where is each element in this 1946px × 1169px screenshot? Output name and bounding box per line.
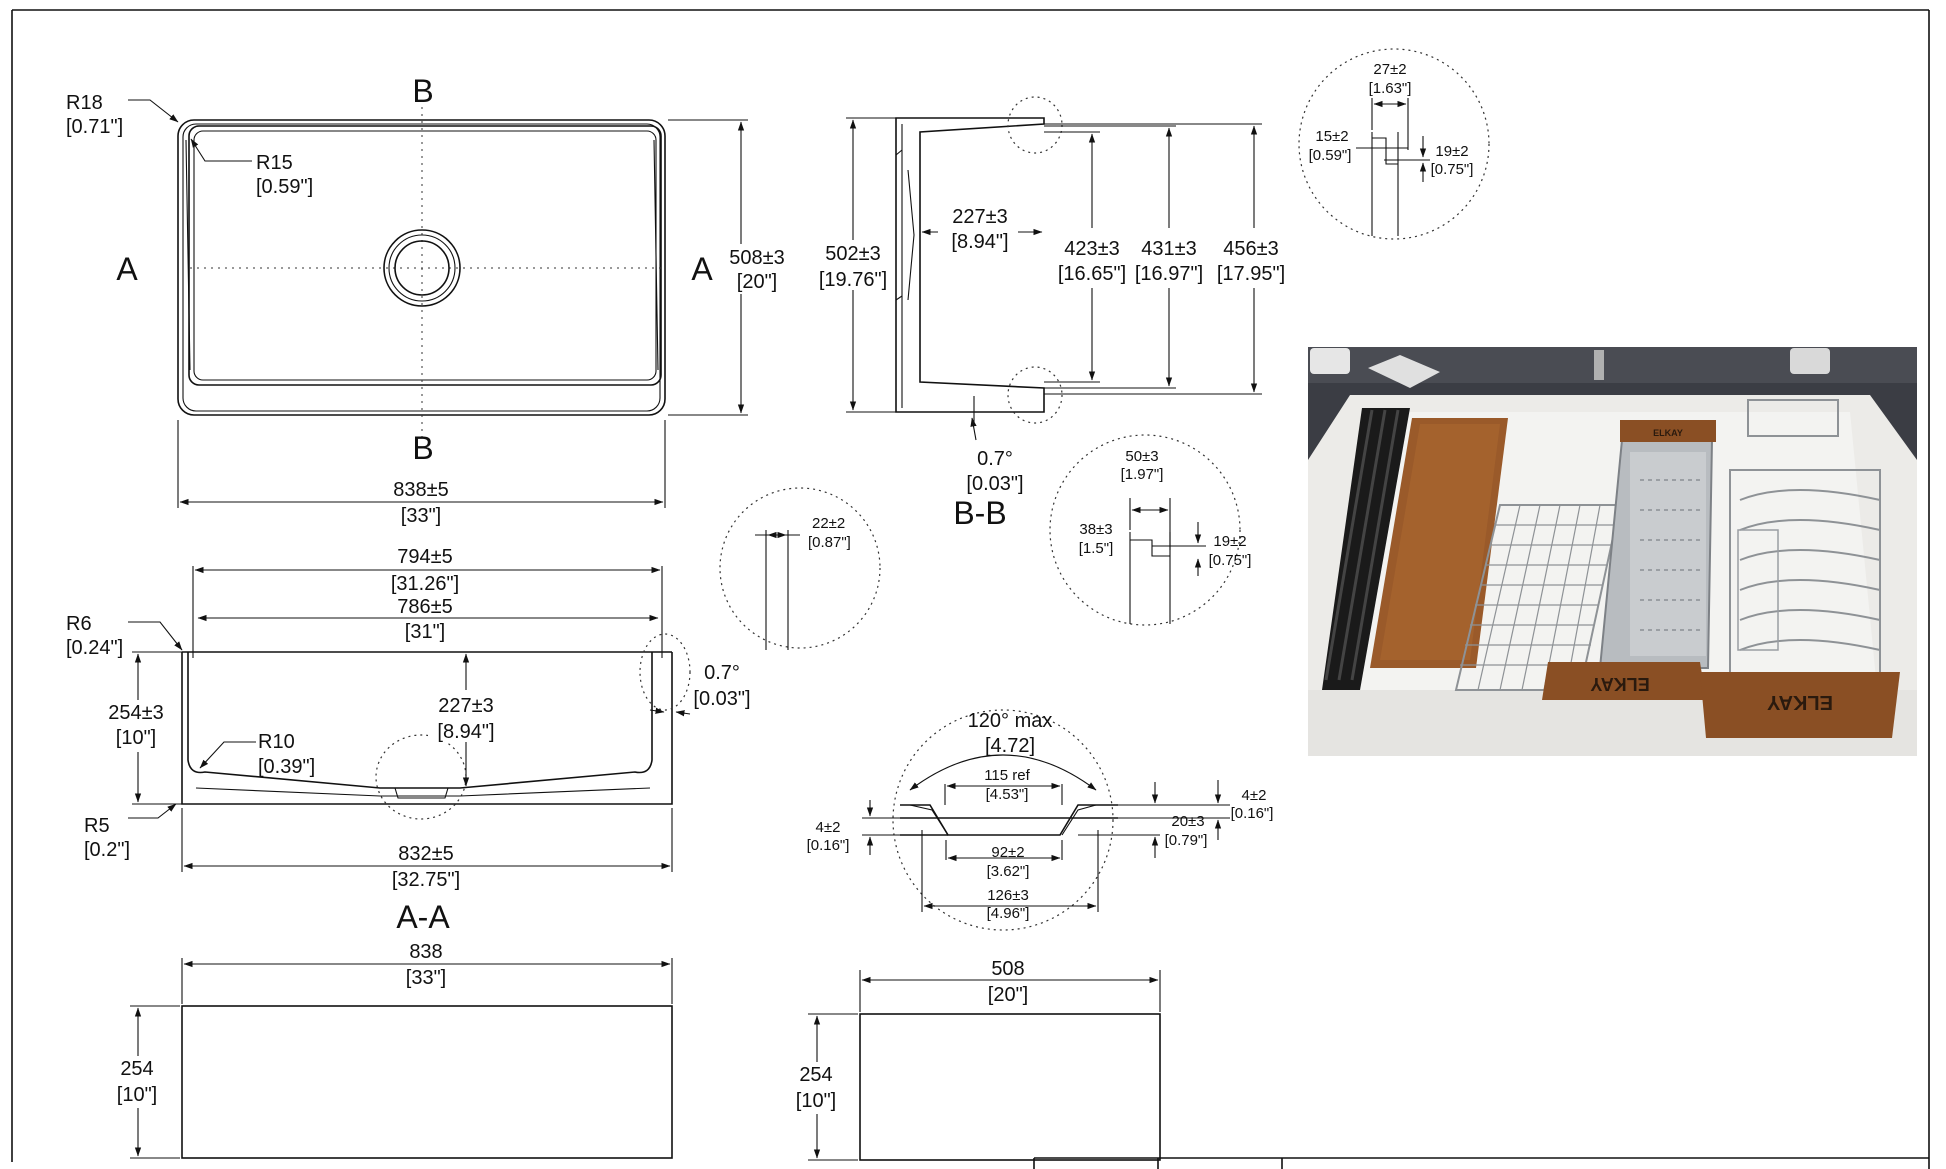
dim-r15-value: R15: [256, 152, 293, 174]
dim-126-value: 126±3: [987, 887, 1029, 904]
dim-423-value: 423±3: [1064, 238, 1119, 260]
dim-r18-inch: [0.71"]: [66, 116, 123, 138]
dim-4l-inch: [0.16"]: [807, 837, 850, 854]
dim-19a-value: 19±2: [1435, 143, 1468, 160]
dim-50-value: 50±3: [1125, 448, 1158, 465]
dim-side-w-inch: [20"]: [988, 984, 1028, 1006]
dim-502-value: 502±3: [825, 243, 880, 265]
dim-120-value: 120° max: [968, 710, 1053, 732]
dim-38-inch: [1.5"]: [1079, 540, 1114, 557]
dim-19b-inch: [0.75"]: [1209, 552, 1252, 569]
photo-roll-mat: [1322, 408, 1410, 690]
section-b-bottom-label: B: [412, 430, 433, 466]
dim-20-inch: [0.79"]: [1165, 832, 1208, 849]
dim-838-inch: [33"]: [401, 505, 441, 527]
dim-4l-value: 4±2: [816, 819, 841, 836]
dim-r5-value: R5: [84, 815, 110, 837]
dim-angle-bb-inch: [0.03"]: [966, 473, 1023, 495]
detail-rim-flange-a: 27±2 [1.63"] 15±2 [0.59"] 19±2 [0.75"]: [1298, 48, 1490, 240]
dim-15-inch: [0.59"]: [1309, 147, 1352, 164]
photo-brand-rail-left: ELKAY: [1590, 674, 1649, 694]
photo-brand-colander: ELKAY: [1653, 428, 1683, 438]
dim-angle-bb-value: 0.7°: [977, 448, 1013, 470]
dim-38-value: 38±3: [1079, 521, 1112, 538]
dim-456-inch: [17.95"]: [1217, 263, 1285, 285]
drain-detail: 120° max [4.72] 115 ref [4.53"] 4±2 [0.1…: [807, 709, 1274, 931]
dim-20-value: 20±3: [1171, 813, 1204, 830]
dim-431-inch: [16.97"]: [1135, 263, 1203, 285]
dim-front-h-value: 254: [120, 1058, 153, 1080]
dim-angle-aa-inch: [0.03"]: [693, 688, 750, 710]
sheet-border: [11, 9, 1930, 1169]
photo-brand-rail-right: ELKAY: [1766, 691, 1833, 713]
dim-19b-value: 19±2: [1213, 533, 1246, 550]
dim-side-h-inch: [10"]: [796, 1090, 836, 1112]
dim-19a-inch: [0.75"]: [1431, 161, 1474, 178]
product-photo: ELKAY ELKAY ELKAY: [1308, 347, 1917, 756]
dim-92-value: 92±2: [991, 844, 1024, 861]
side-view: 508 [20"] 254 [10"]: [792, 958, 1161, 1161]
section-a-right-label: A: [691, 251, 713, 287]
dim-120-inch: [4.72]: [985, 735, 1035, 757]
dim-angle-aa-value: 0.7°: [704, 662, 740, 684]
dim-front-h-inch: [10"]: [117, 1084, 157, 1106]
section-bb-title: B-B: [953, 495, 1006, 531]
section-b-top-label: B: [412, 73, 433, 109]
dim-126-inch: [4.96"]: [987, 905, 1030, 922]
dim-front-w-inch: [33"]: [406, 967, 446, 989]
detail-front-wall: 22±2 [0.87"]: [719, 487, 881, 650]
dim-r5-inch: [0.2"]: [84, 839, 130, 861]
dim-115-inch: [4.53"]: [986, 786, 1029, 803]
dim-456-value: 456±3: [1223, 238, 1278, 260]
dim-227-bb-value: 227±3: [952, 206, 1007, 228]
dim-254-aa-inch: [10"]: [116, 727, 156, 749]
dim-side-h-value: 254: [799, 1064, 832, 1086]
dim-227-aa-inch: [8.94"]: [437, 721, 494, 743]
dim-27-value: 27±2: [1373, 61, 1406, 78]
dim-r10-value: R10: [258, 731, 295, 753]
dim-4r-value: 4±2: [1242, 787, 1267, 804]
dim-r6-inch: [0.24"]: [66, 637, 123, 659]
dim-r6-value: R6: [66, 613, 92, 635]
dim-227-bb-inch: [8.94"]: [951, 231, 1008, 253]
top-view: A A B B R18 [0.71"] R15 [0.59"] 508±3 [2…: [66, 73, 785, 527]
dim-508-inch: [20"]: [737, 271, 777, 293]
dim-front-w-value: 838: [409, 941, 442, 963]
dim-832-value: 832±5: [398, 843, 453, 865]
dim-508-value: 508±3: [729, 247, 784, 269]
dim-r18-value: R18: [66, 92, 103, 114]
dim-786-inch: [31"]: [405, 621, 445, 643]
dim-502-inch: [19.76"]: [819, 269, 887, 291]
dim-115-value: 115 ref: [984, 767, 1030, 784]
dim-227-aa-value: 227±3: [438, 695, 493, 717]
title-block: [1033, 1157, 1929, 1169]
dim-254-aa-value: 254±3: [108, 702, 163, 724]
dim-22-value: 22±2: [812, 515, 845, 532]
dim-794-inch: [31.26"]: [391, 573, 459, 595]
dim-r10-inch: [0.39"]: [258, 756, 315, 778]
dim-50-inch: [1.97"]: [1121, 466, 1164, 483]
section-aa-view: 794±5 [31.26"] 786±5 [31"] R6 [0.24"] 25…: [66, 546, 751, 935]
detail-rim-flange-b: 50±3 [1.97"] 38±3 [1.5"] 19±2 [0.75"]: [1049, 434, 1252, 626]
dim-4r-inch: [0.16"]: [1231, 805, 1274, 822]
dim-27-inch: [1.63"]: [1369, 80, 1412, 97]
dim-side-w-value: 508: [991, 958, 1024, 980]
section-aa-title: A-A: [396, 899, 450, 935]
dim-r15-inch: [0.59"]: [256, 176, 313, 198]
dim-794-value: 794±5: [397, 546, 452, 568]
section-bb-view: 502±3 [19.76"] 227±3 [8.94"] 423±3 [16.6…: [819, 96, 1285, 531]
dim-15-value: 15±2: [1315, 128, 1348, 145]
front-view: 838 [33"] 254 [10"]: [112, 941, 673, 1159]
dim-786-value: 786±5: [397, 596, 452, 618]
dim-838-value: 838±5: [393, 479, 448, 501]
dim-22-inch: [0.87"]: [808, 534, 851, 551]
dim-832-inch: [32.75"]: [392, 869, 460, 891]
dim-431-value: 431±3: [1141, 238, 1196, 260]
dim-92-inch: [3.62"]: [987, 863, 1030, 880]
section-a-left-label: A: [116, 251, 138, 287]
dim-423-inch: [16.65"]: [1058, 263, 1126, 285]
